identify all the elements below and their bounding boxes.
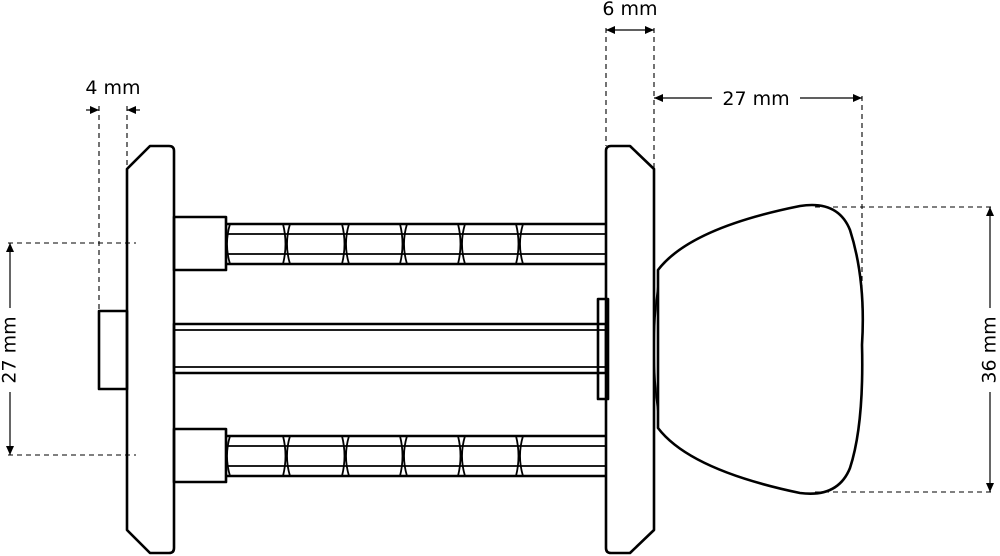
dimension-6mm: 6 mm xyxy=(602,0,658,169)
spindle-boss xyxy=(596,297,610,401)
right-rosette xyxy=(604,144,656,555)
left-spigot xyxy=(97,309,129,391)
knob-base-ring xyxy=(653,285,659,413)
label-left-spacing: 27 mm xyxy=(0,316,21,383)
label-knob-length: 27 mm xyxy=(722,88,789,110)
dimension-knob-length: 27 mm xyxy=(654,88,863,310)
left-rosette xyxy=(125,144,176,555)
label-4mm: 4 mm xyxy=(85,77,140,99)
knob xyxy=(656,203,865,495)
label-knob-height: 36 mm xyxy=(979,316,1000,383)
label-6mm: 6 mm xyxy=(602,0,657,20)
bottom-threaded-rod xyxy=(226,434,606,478)
dimension-left-spacing: 27 mm xyxy=(0,242,136,456)
spindle xyxy=(172,322,608,375)
dimension-4mm: 4 mm xyxy=(85,77,141,311)
left-top-collar xyxy=(172,215,228,272)
top-threaded-rod xyxy=(226,222,606,266)
left-bottom-collar xyxy=(172,427,228,484)
dimension-knob-height: 36 mm xyxy=(815,206,1000,493)
